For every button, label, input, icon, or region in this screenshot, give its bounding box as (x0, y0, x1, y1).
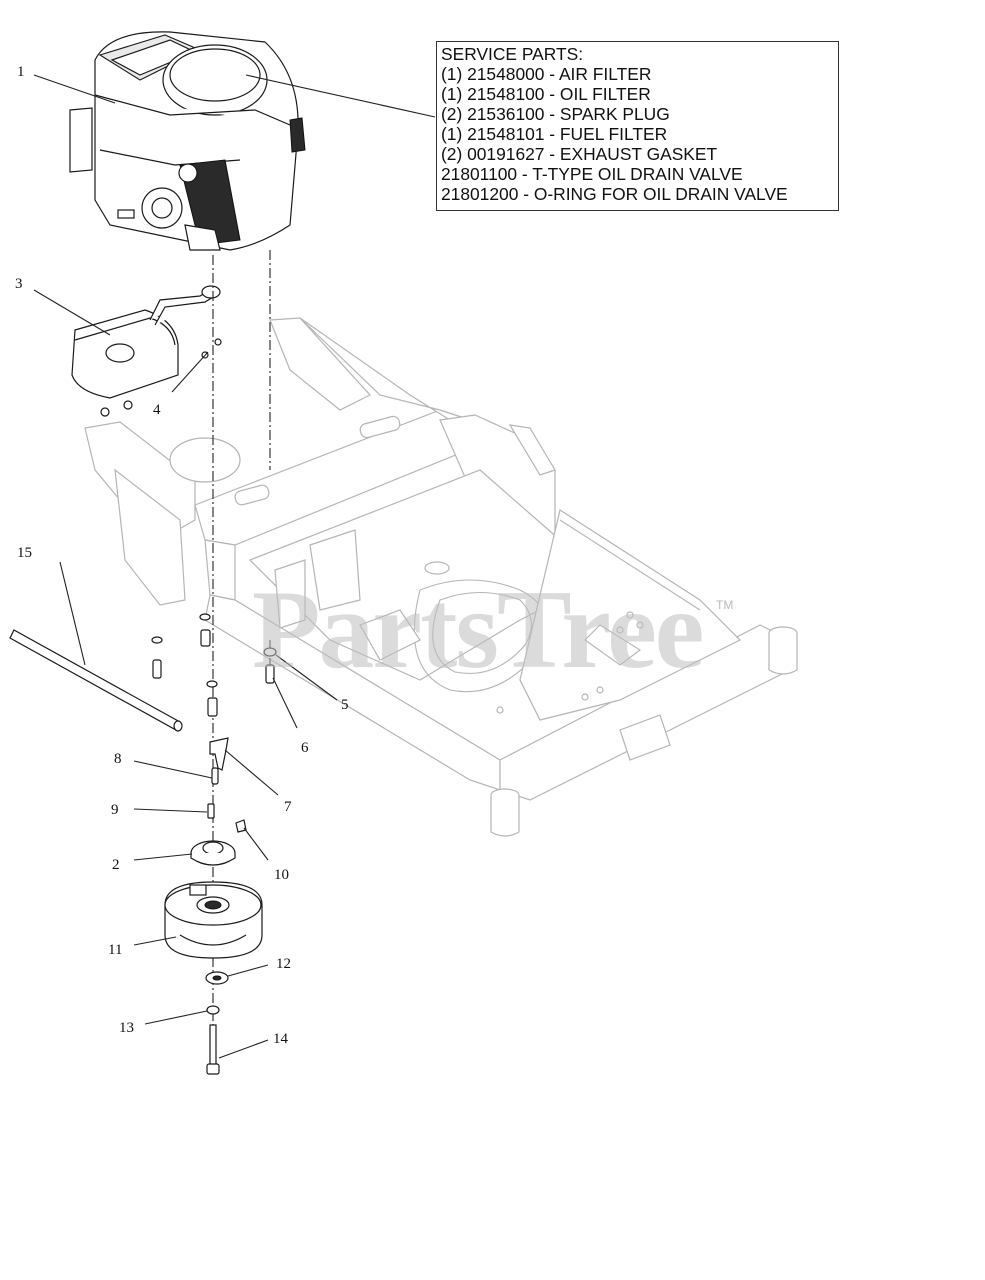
partstree-watermark: PartsTree (252, 568, 705, 692)
leader-lines (33, 74, 436, 1059)
hardware (9, 338, 277, 1075)
callout-5: 5 (341, 697, 349, 713)
watermark-trademark: TM (716, 598, 734, 612)
service-part-line: (1) 21548100 - OIL FILTER (441, 84, 651, 104)
callout-7: 7 (284, 799, 292, 815)
service-part-line: (2) 00191627 - EXHAUST GASKET (441, 144, 718, 164)
callout-15: 15 (17, 545, 32, 561)
callout-1: 1 (17, 64, 25, 80)
callout-6: 6 (301, 740, 309, 756)
callout-8: 8 (114, 751, 122, 767)
service-part-line: (1) 21548000 - AIR FILTER (441, 64, 652, 84)
muffler (71, 285, 221, 417)
callout-9: 9 (111, 802, 119, 818)
callout-13: 13 (119, 1020, 134, 1036)
service-parts-box: SERVICE PARTS: (1) 21548000 - AIR FILTER… (436, 41, 839, 211)
callout-labels: 1 3 4 15 5 6 7 8 9 10 2 11 12 13 14 (15, 64, 349, 1047)
callout-14: 14 (273, 1031, 289, 1047)
callout-3: 3 (15, 276, 23, 292)
service-part-line: (1) 21548101 - FUEL FILTER (441, 124, 668, 144)
callout-11: 11 (108, 942, 122, 958)
callout-2: 2 (112, 857, 120, 873)
engine (69, 31, 306, 251)
callout-12: 12 (276, 956, 291, 972)
service-part-line: 21801100 - T-TYPE OIL DRAIN VALVE (441, 164, 743, 184)
callout-10: 10 (274, 867, 289, 883)
mower-frame (84, 317, 798, 837)
service-part-line: 21801200 - O-RING FOR OIL DRAIN VALVE (441, 184, 788, 204)
service-parts-title: SERVICE PARTS: (441, 44, 584, 64)
callout-4: 4 (153, 402, 161, 418)
service-part-line: (2) 21536100 - SPARK PLUG (441, 104, 670, 124)
